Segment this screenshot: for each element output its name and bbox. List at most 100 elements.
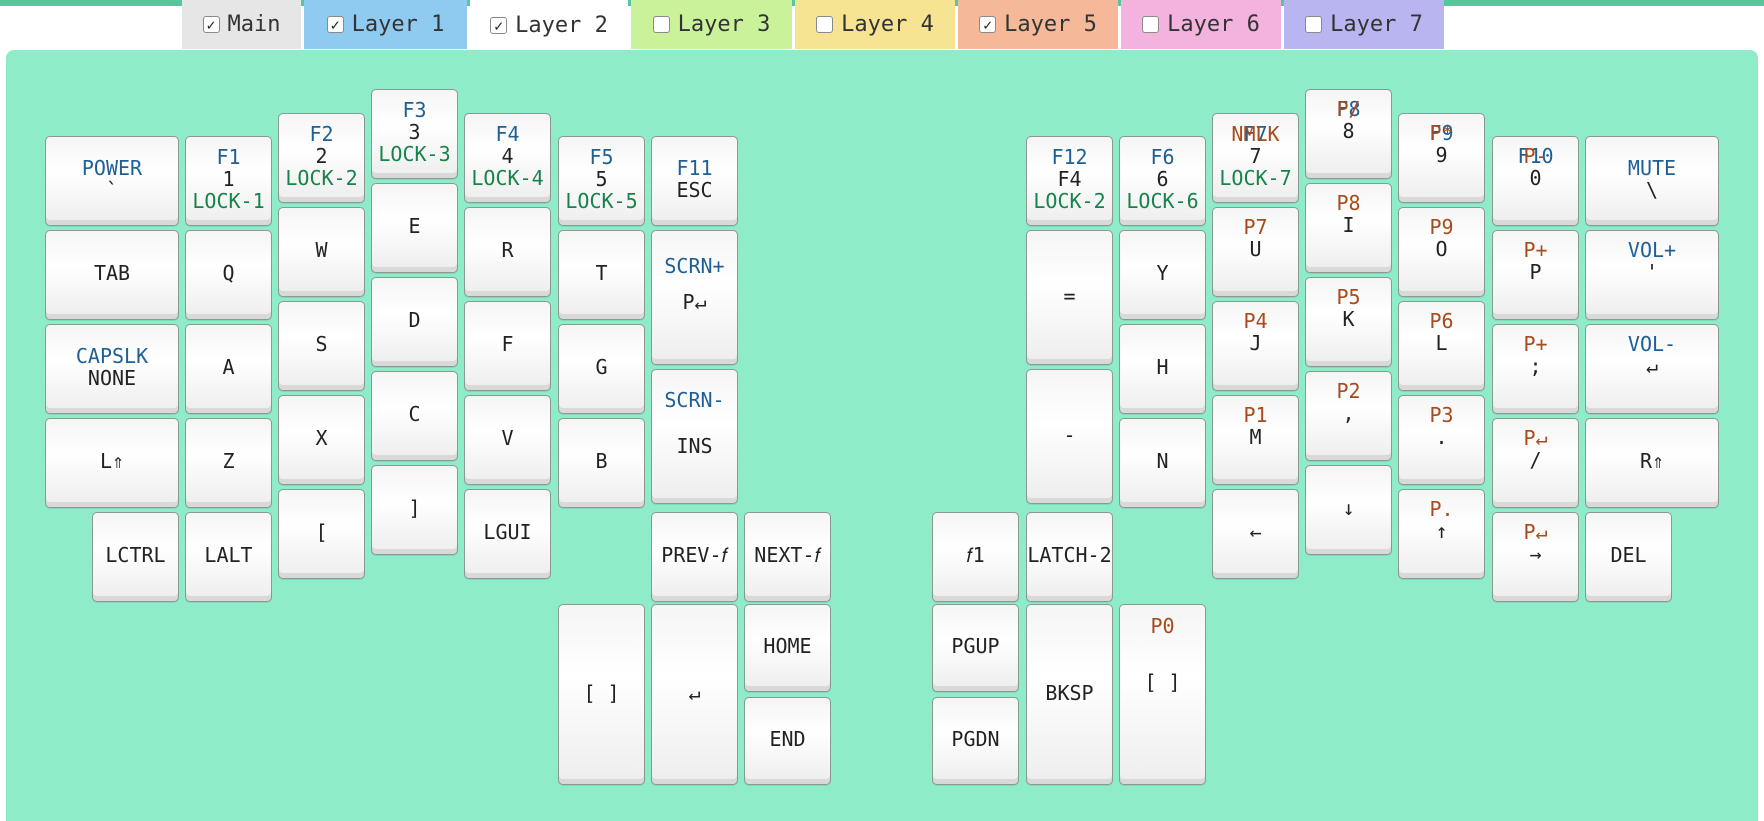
key-minus[interactable]: - xyxy=(1026,369,1113,504)
tab-layer-4[interactable]: Layer 4 xyxy=(795,0,955,49)
key-8[interactable]: F8 P/ 8 xyxy=(1305,89,1392,179)
key-home[interactable]: HOME xyxy=(744,604,831,692)
key-main-label: U xyxy=(1249,237,1262,261)
key-2[interactable]: F2 2 LOCK-2 xyxy=(278,113,365,203)
key-h[interactable]: H xyxy=(1119,324,1206,414)
checkbox[interactable]: ✓ xyxy=(202,16,220,34)
key-s[interactable]: S xyxy=(278,301,365,391)
key-layer5-label: P↵ xyxy=(1523,520,1548,544)
key-c[interactable]: C xyxy=(371,371,458,461)
key-u[interactable]: P7 U xyxy=(1212,207,1299,297)
tab-layer-7[interactable]: Layer 7 xyxy=(1284,0,1444,49)
key-e[interactable]: E xyxy=(371,183,458,273)
key-v[interactable]: V xyxy=(464,395,551,485)
key-lgui[interactable]: LGUI xyxy=(464,489,551,579)
tab-layer-2[interactable]: ✓ Layer 2 xyxy=(470,0,628,50)
key-power[interactable]: POWER ` xyxy=(45,136,179,226)
key-arrow-down[interactable]: ↓ xyxy=(1305,465,1392,555)
key-3[interactable]: F3 3 LOCK-3 xyxy=(371,89,458,179)
key-right-bracket[interactable]: ] xyxy=(371,465,458,555)
key-9[interactable]: F9 P* 9 xyxy=(1398,113,1485,203)
key-arrow-right[interactable]: P↵ → xyxy=(1492,512,1579,602)
key-p[interactable]: P+ P xyxy=(1492,230,1579,320)
tab-layer-1[interactable]: ✓ Layer 1 xyxy=(304,0,467,49)
key-d[interactable]: D xyxy=(371,277,458,367)
checkbox[interactable] xyxy=(1142,16,1160,33)
key-bksp[interactable]: BKSP xyxy=(1026,604,1113,785)
key-scrn-down[interactable]: SCRN- INS xyxy=(651,369,738,504)
key-f12[interactable]: F12 F4 LOCK-2 xyxy=(1026,136,1113,226)
key-vol-up[interactable]: VOL+ ' xyxy=(1585,230,1719,320)
key-slash[interactable]: P↵ / xyxy=(1492,418,1579,508)
checkbox[interactable]: ✓ xyxy=(979,16,997,34)
checkbox[interactable] xyxy=(652,16,670,33)
key-j[interactable]: P4 J xyxy=(1212,301,1299,391)
key-l[interactable]: P6 L xyxy=(1398,301,1485,391)
key-vol-down[interactable]: VOL- ↵ xyxy=(1585,324,1719,414)
key-scrn-up[interactable]: SCRN+ P↵ xyxy=(651,230,738,365)
key-y[interactable]: Y xyxy=(1119,230,1206,320)
key-equals[interactable]: = xyxy=(1026,230,1113,365)
key-comma[interactable]: P2 , xyxy=(1305,371,1392,461)
key-capslock[interactable]: CAPSLK NONE xyxy=(45,324,179,414)
key-fn1[interactable]: 𝑓1 xyxy=(932,512,1019,602)
key-left-bracket[interactable]: [ xyxy=(278,489,365,579)
key-left-space[interactable]: [ ] xyxy=(558,604,645,785)
key-layer1-label: VOL+ xyxy=(1627,238,1677,262)
key-main-label: H xyxy=(1156,355,1169,379)
key-o[interactable]: P9 O xyxy=(1398,207,1485,297)
key-latch[interactable]: LATCH-2 xyxy=(1026,512,1113,602)
key-0[interactable]: F10 P- 0 xyxy=(1492,136,1579,226)
key-left-shift[interactable]: L⇑ xyxy=(45,418,179,508)
key-end[interactable]: END xyxy=(744,697,831,785)
key-t[interactable]: T xyxy=(558,230,645,320)
tab-layer-3[interactable]: Layer 3 xyxy=(631,0,792,49)
key-esc[interactable]: F11 ESC xyxy=(651,136,738,226)
key-g[interactable]: G xyxy=(558,324,645,414)
key-1[interactable]: F1 1 LOCK-1 xyxy=(185,136,272,226)
key-mute[interactable]: MUTE \ xyxy=(1585,136,1719,226)
key-6[interactable]: F6 6 LOCK-6 xyxy=(1119,136,1206,226)
checkbox[interactable]: ✓ xyxy=(490,16,508,34)
key-7[interactable]: F7 NMLK 7 LOCK-7 xyxy=(1212,113,1299,203)
key-lctrl[interactable]: LCTRL xyxy=(92,512,179,602)
key-semicolon[interactable]: P+ ; xyxy=(1492,324,1579,414)
key-a[interactable]: A xyxy=(185,324,272,414)
key-right-space[interactable]: P0 [ ] xyxy=(1119,604,1206,785)
key-f[interactable]: F xyxy=(464,301,551,391)
key-m[interactable]: P1 M xyxy=(1212,395,1299,485)
key-main-label: 5 xyxy=(595,167,608,191)
tab-main[interactable]: ✓ Main xyxy=(182,0,301,49)
key-i[interactable]: P8 I xyxy=(1305,183,1392,273)
key-w[interactable]: W xyxy=(278,207,365,297)
key-del[interactable]: DEL xyxy=(1585,512,1672,602)
tab-layer-6[interactable]: Layer 6 xyxy=(1121,0,1281,49)
key-arrow-up[interactable]: P. ↑ xyxy=(1398,489,1485,579)
key-4[interactable]: F4 4 LOCK-4 xyxy=(464,113,551,203)
key-arrow-left[interactable]: ← xyxy=(1212,489,1299,579)
key-x[interactable]: X xyxy=(278,395,365,485)
key-lalt[interactable]: LALT xyxy=(185,512,272,602)
key-k[interactable]: P5 K xyxy=(1305,277,1392,367)
key-n[interactable]: N xyxy=(1119,418,1206,508)
key-period[interactable]: P3 . xyxy=(1398,395,1485,485)
key-z[interactable]: Z xyxy=(185,418,272,508)
tab-layer-5[interactable]: ✓ Layer 5 xyxy=(958,0,1118,49)
key-tab[interactable]: TAB xyxy=(45,230,179,320)
key-pgup[interactable]: PGUP xyxy=(932,604,1019,692)
checkbox[interactable] xyxy=(816,16,834,33)
key-r[interactable]: R xyxy=(464,207,551,297)
key-5[interactable]: F5 5 LOCK-5 xyxy=(558,136,645,226)
key-main-label: 6 xyxy=(1156,167,1169,191)
checkbox[interactable] xyxy=(1305,16,1323,33)
key-main-label: ESC xyxy=(676,178,713,202)
key-b[interactable]: B xyxy=(558,418,645,508)
key-q[interactable]: Q xyxy=(185,230,272,320)
key-enter[interactable]: ↵ xyxy=(651,604,738,785)
checkbox[interactable]: ✓ xyxy=(326,16,344,34)
key-next[interactable]: NEXT-𝑓 xyxy=(744,512,831,602)
key-pgdn[interactable]: PGDN xyxy=(932,697,1019,785)
key-right-shift[interactable]: R⇑ xyxy=(1585,418,1719,508)
key-prev[interactable]: PREV-𝑓 xyxy=(651,512,738,602)
key-layer1-label: F10 xyxy=(1517,144,1554,168)
